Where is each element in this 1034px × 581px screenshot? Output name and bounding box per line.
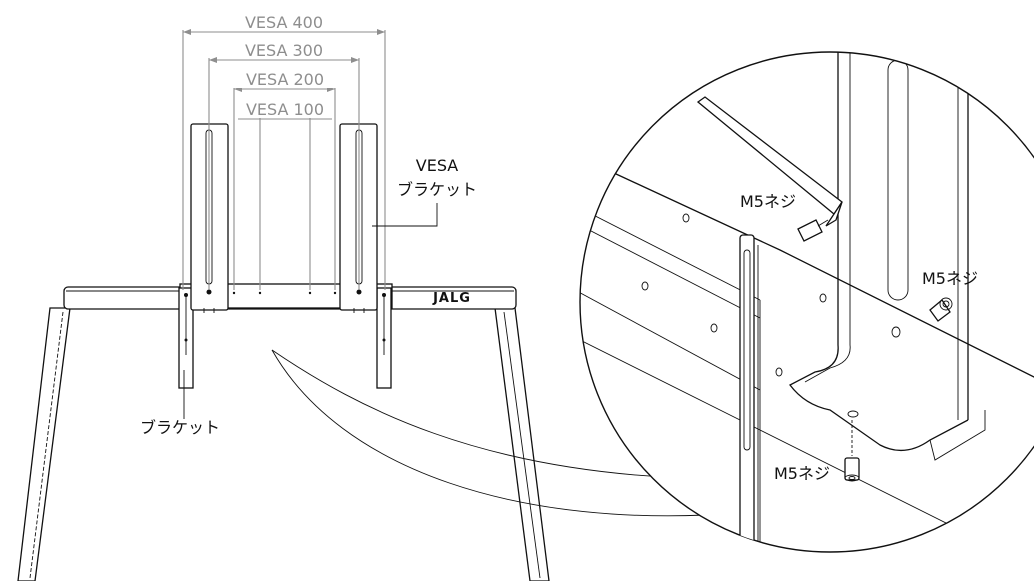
brand-logo: JALG [432, 291, 471, 306]
lower-bracket-right [376, 287, 392, 389]
detail-lower-bracket [739, 234, 759, 552]
bracket-callout: ブラケット [140, 370, 220, 437]
frame-assembly: JALG [17, 123, 550, 581]
bracket-label: ブラケット [140, 418, 220, 437]
detail-screw-top [797, 219, 829, 242]
detail-leader-curves [271, 349, 741, 517]
vesa-bracket-callout: VESA ブラケット [372, 156, 477, 227]
m5-screw-label-top: M5ネジ [740, 192, 796, 211]
right-leg [494, 307, 550, 581]
svg-text:VESA 100: VESA 100 [246, 100, 324, 119]
detail-screw-right [929, 297, 953, 322]
detail-screw-bottom [844, 420, 860, 482]
dim-vesa-300: VESA 300 [209, 41, 359, 63]
detail-crossbar-holes [641, 213, 827, 377]
crossbar-holes [232, 291, 337, 295]
lower-bracket-left [178, 287, 194, 389]
dim-vesa-100: VESA 100 [238, 100, 332, 120]
dim-vesa-400: VESA 400 [183, 13, 385, 35]
detail-view: M5ネジ M5ネジ M5ネジ [579, 51, 1034, 553]
left-leg [17, 307, 71, 581]
vesa-bracket-label-line1: VESA [416, 156, 459, 175]
m5-screw-label-bottom: M5ネジ [774, 464, 830, 483]
svg-text:VESA 300: VESA 300 [245, 41, 323, 60]
svg-text:VESA 400: VESA 400 [245, 13, 323, 32]
m5-screw-label-right: M5ネジ [922, 269, 978, 288]
dim-vesa-200: VESA 200 [234, 70, 335, 92]
svg-text:VESA 200: VESA 200 [246, 70, 324, 89]
vesa-bracket-label-line2: ブラケット [397, 180, 477, 199]
vesa-dimensions: VESA 400 VESA 300 VESA 200 VESA 100 [182, 13, 386, 290]
detail-allen-key [696, 96, 843, 227]
detail-crossbar [580, 147, 1034, 552]
